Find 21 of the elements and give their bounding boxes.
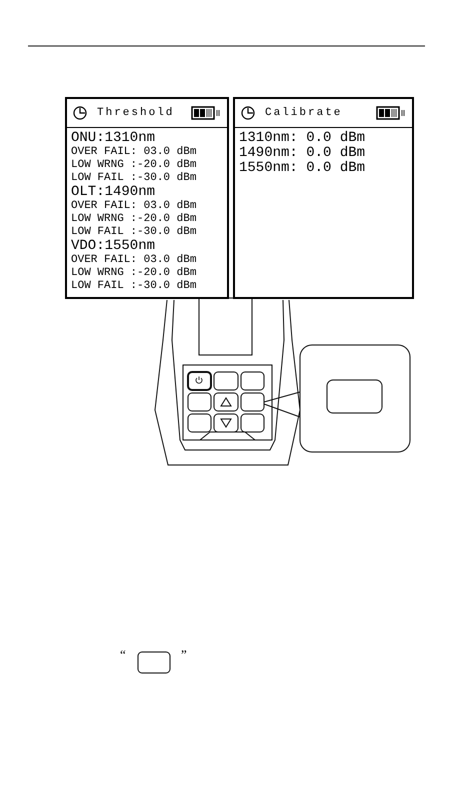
screen-text: LOW FAIL :-30.0 dBm xyxy=(71,226,198,239)
screen-panel xyxy=(65,97,229,299)
screen-text: LOW FAIL :-30.0 dBm xyxy=(71,172,198,185)
screen-panel xyxy=(233,97,414,299)
screen-text: OLT:1490nm xyxy=(71,185,156,200)
screen-text: 1310nm: 0.0 dBm xyxy=(239,131,366,146)
screen-text: OVER FAIL: 03.0 dBm xyxy=(71,254,198,267)
screen-text: OVER FAIL: 03.0 dBm xyxy=(71,200,198,213)
screen-text: LOW WRNG :-20.0 dBm xyxy=(71,267,198,280)
quote-mark: “ xyxy=(120,648,126,661)
screen-text: LOW WRNG :-20.0 dBm xyxy=(71,159,198,172)
screen-title: Calibrate xyxy=(265,106,344,121)
screen-text: LOW FAIL :-30.0 dBm xyxy=(71,280,198,293)
quote-mark: ” xyxy=(181,648,187,661)
screen-text: ONU:1310nm xyxy=(71,131,156,146)
screen-text: LOW WRNG :-20.0 dBm xyxy=(71,213,198,226)
screen-text: OVER FAIL: 03.0 dBm xyxy=(71,146,198,159)
screen-text: 1550nm: 0.0 dBm xyxy=(239,161,366,176)
screen-text: 1490nm: 0.0 dBm xyxy=(239,146,366,161)
screen-text: VDO:1550nm xyxy=(71,239,156,254)
screen-title: Threshold xyxy=(97,106,176,121)
